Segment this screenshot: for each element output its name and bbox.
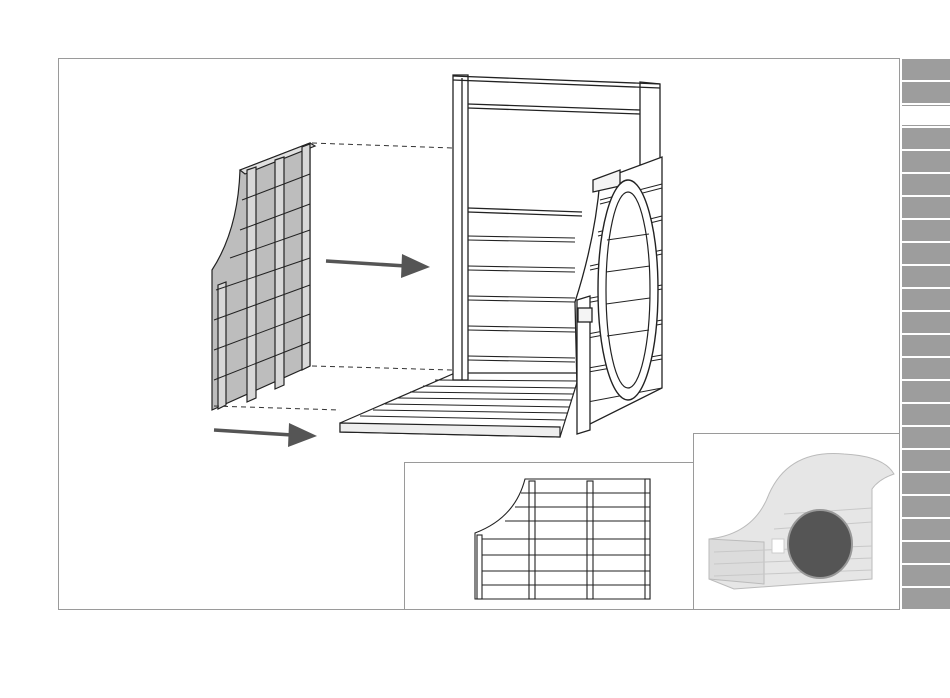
section-tab[interactable] [902,128,950,149]
section-tab[interactable] [902,335,950,356]
section-tab[interactable] [902,105,950,126]
section-tab[interactable] [902,220,950,241]
section-tabs [902,58,950,610]
section-tab[interactable] [902,174,950,195]
section-tab[interactable] [902,358,950,379]
section-tab[interactable] [902,473,950,494]
section-tab[interactable] [902,151,950,172]
section-tab[interactable] [902,289,950,310]
section-tab[interactable] [902,565,950,586]
right-wall-with-door [575,157,662,434]
side-panel-detail-inset [404,462,694,610]
house-preview-inset [693,433,900,610]
section-tab[interactable] [902,427,950,448]
section-tab[interactable] [902,82,950,103]
section-tab[interactable] [902,266,950,287]
side-panel-front-view-icon [405,463,695,611]
section-tab[interactable] [902,381,950,402]
left-side-panel [212,143,315,410]
hobbit-house-preview-icon [694,434,901,611]
floor-platform [340,373,580,437]
section-tab[interactable] [902,519,950,540]
section-tab[interactable] [902,450,950,471]
section-tab[interactable] [902,404,950,425]
section-tab[interactable] [902,588,950,609]
section-tab[interactable] [902,312,950,333]
section-tab[interactable] [902,542,950,563]
section-tab[interactable] [902,59,950,80]
section-tab[interactable] [902,243,950,264]
section-tab[interactable] [902,496,950,517]
section-tab[interactable] [902,197,950,218]
